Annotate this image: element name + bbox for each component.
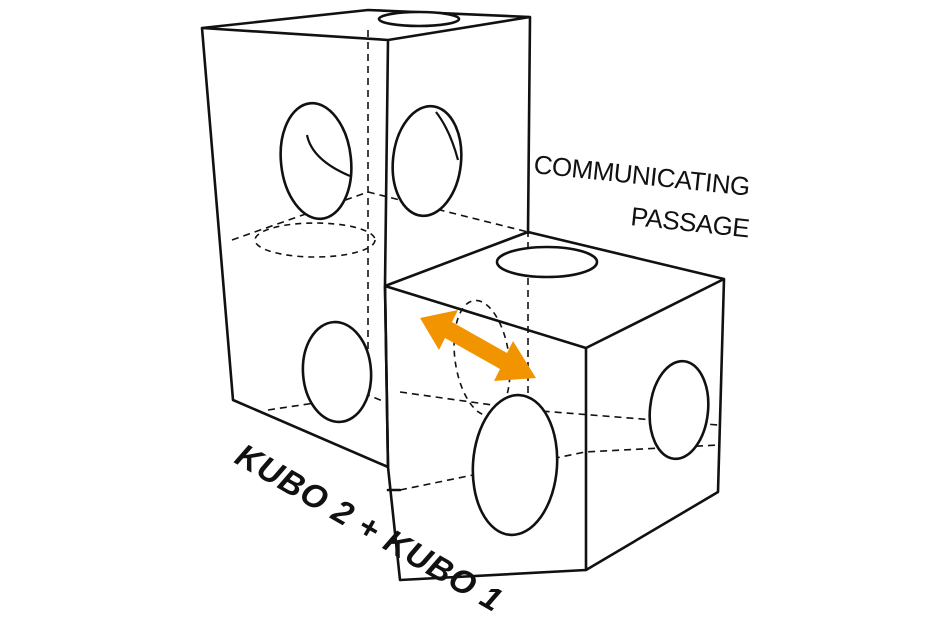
kubo-2-tall-cube xyxy=(200,8,532,469)
tall-cube-right-upper-hole xyxy=(391,104,463,218)
top-hole xyxy=(377,10,461,28)
kubo-caption: KUBO 2 + KUBO 1 xyxy=(230,436,510,619)
tall-cube-left-lower-hole xyxy=(301,320,373,424)
communicating-label: COMMUNICATING xyxy=(532,149,751,202)
small-cube-outline xyxy=(383,230,726,582)
passage-arrow-icon xyxy=(420,310,536,381)
small-cube-top-hole xyxy=(495,245,599,279)
kubo-1-small-cube xyxy=(383,230,726,582)
tall-cube-floor-hidden-hole xyxy=(254,222,376,258)
tall-cube-right-upper-inner-curve xyxy=(435,111,460,161)
small-cube-right-hole xyxy=(648,359,710,461)
tall-cube-left-upper-inner-curve xyxy=(305,134,351,178)
tall-cube-left-upper-hole xyxy=(279,101,353,221)
small-cube-front-hole xyxy=(471,393,559,537)
passage-label: PASSAGE xyxy=(629,201,750,243)
tall-cube-mid-floor xyxy=(231,191,529,241)
